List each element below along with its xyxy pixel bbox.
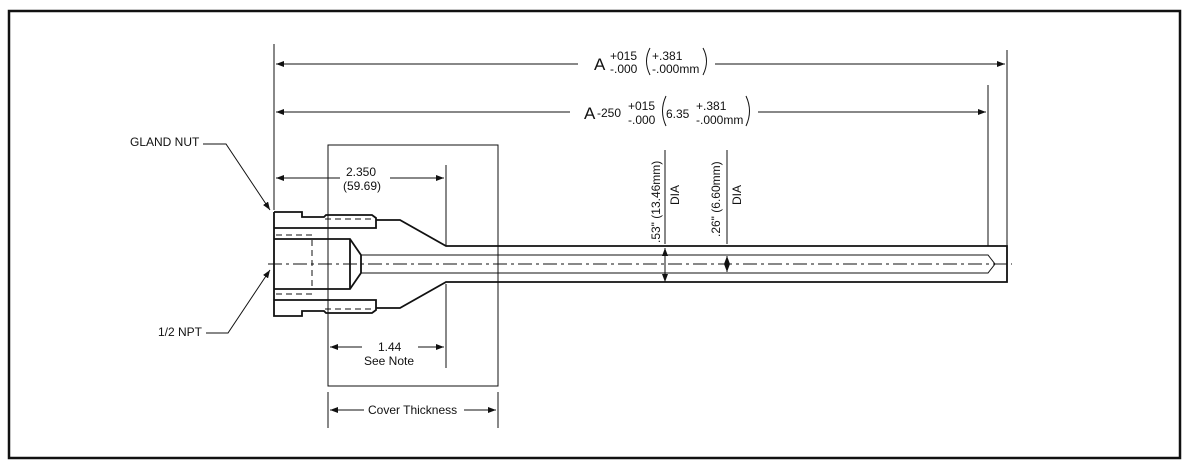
- dimension-cover-thickness: Cover Thickness: [327, 392, 499, 428]
- drawing-label: 1.44: [378, 340, 402, 354]
- drawing-label: DIA: [730, 185, 744, 205]
- drawing-label: -.000: [628, 113, 656, 127]
- drawing-label: DIA: [668, 185, 682, 205]
- dim-label: A: [594, 55, 606, 74]
- drawing-label: -.000: [610, 62, 638, 76]
- dimension-overall: A +015 -.000 +.381 -.000mm: [276, 47, 1005, 76]
- drawing-label: .53" (13.46mm): [649, 161, 663, 243]
- drawing-label: +.381: [696, 99, 727, 113]
- dimension-2350: 2.350 (59.69): [276, 162, 444, 194]
- dia-26-callout: .26" (6.60mm) DIA: [709, 150, 744, 272]
- drawing-label: 1/2 NPT: [158, 325, 203, 339]
- drawing-border: [7, 9, 1182, 460]
- cover-outline: [327, 144, 499, 387]
- drawing-label: Cover Thickness: [368, 403, 457, 417]
- dia-53-callout: .53" (13.46mm) DIA: [649, 150, 682, 282]
- drawing-label: +015: [628, 99, 655, 113]
- drawing-label: 2.350: [346, 165, 376, 179]
- gland-nut-callout: GLAND NUT: [130, 135, 271, 211]
- dimension-inner: A -250 +015 -.000 6.35 +.381 -.000mm: [276, 95, 986, 127]
- drawing-label: See Note: [364, 354, 414, 368]
- drawing-label: (59.69): [343, 179, 381, 193]
- drawing-label: 6.35: [666, 107, 690, 121]
- drawing-label: .26" (6.60mm): [709, 161, 723, 237]
- thermowell-body: [268, 211, 1012, 317]
- drawing-label: -.000mm: [652, 62, 699, 76]
- drawing-label: +015: [610, 49, 637, 63]
- drawing-label: +.381: [652, 49, 683, 63]
- dimension-144: 1.44 See Note: [330, 336, 444, 370]
- drawing-label: A: [584, 104, 596, 123]
- drawing-label: -250: [597, 106, 621, 120]
- npt-callout: 1/2 NPT: [158, 269, 271, 339]
- drawing-label: -.000mm: [696, 113, 743, 127]
- drawing-label: GLAND NUT: [130, 135, 200, 149]
